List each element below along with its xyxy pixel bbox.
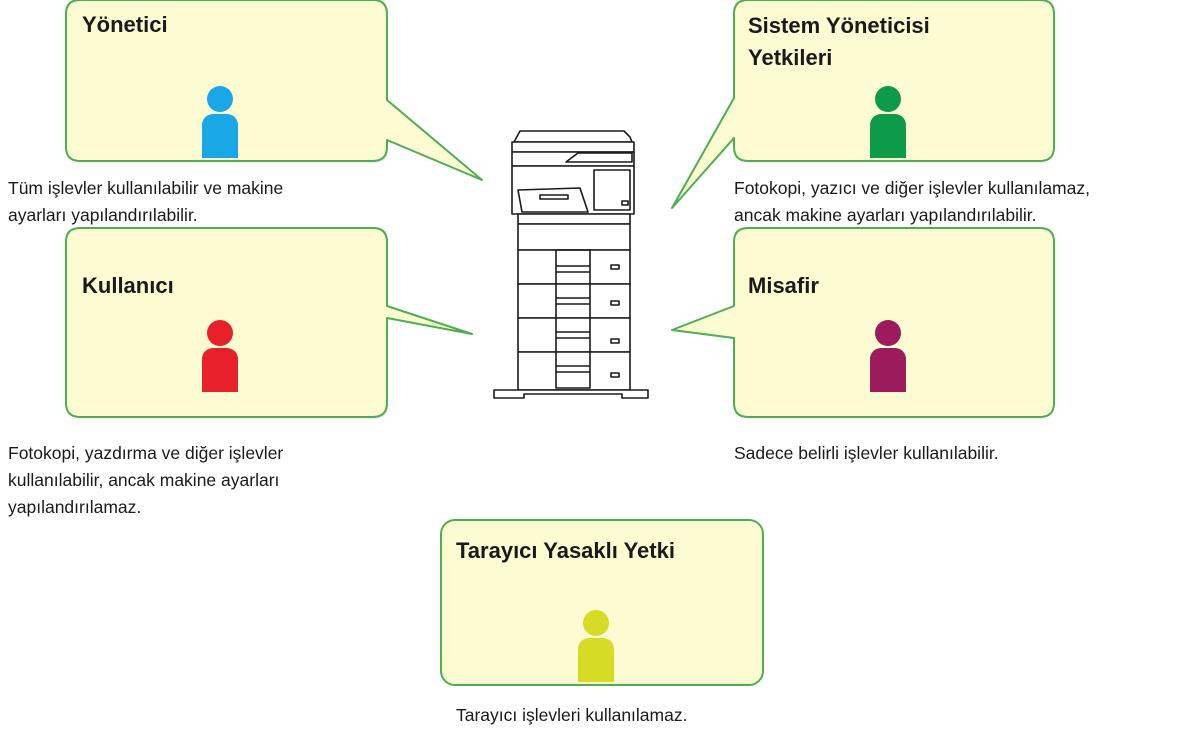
role-description-system-admin-rights: Fotokopi, yazıcı ve diğer işlevler kulla… [734, 178, 1090, 225]
bubble-admin [65, 0, 483, 181]
multifunction-printer-icon [493, 130, 649, 399]
role-description-admin: Tüm işlevler kullanılabilir ve makine ay… [8, 178, 284, 225]
person-icon-scanner-prohibited [578, 610, 614, 682]
role-description-guest: Sadece belirli işlevler kullanılabilir. [734, 443, 999, 463]
role-title-guest: Misafir [748, 273, 819, 298]
person-icon-user [202, 320, 238, 392]
bubble-user [65, 227, 473, 418]
role-title-system-admin-rights: Sistem Yöneticisi Yetkileri [748, 13, 930, 70]
person-icon-guest [870, 320, 906, 392]
role-title-user: Kullanıcı [82, 273, 174, 298]
bubble-scanner-prohibited [440, 519, 764, 686]
role-description-scanner-prohibited: Tarayıcı işlevleri kullanılamaz. [456, 705, 688, 725]
bubble-system-admin-rights [671, 0, 1055, 209]
bubble-guest [671, 227, 1055, 418]
role-title-admin: Yönetici [82, 12, 168, 37]
person-icon-system-admin-rights [870, 86, 906, 158]
role-description-user: Fotokopi, yazdırma ve diğer işlevler kul… [8, 443, 284, 517]
role-title-scanner-prohibited: Tarayıcı Yasaklı Yetki [456, 538, 675, 563]
person-icon-admin [202, 86, 238, 158]
